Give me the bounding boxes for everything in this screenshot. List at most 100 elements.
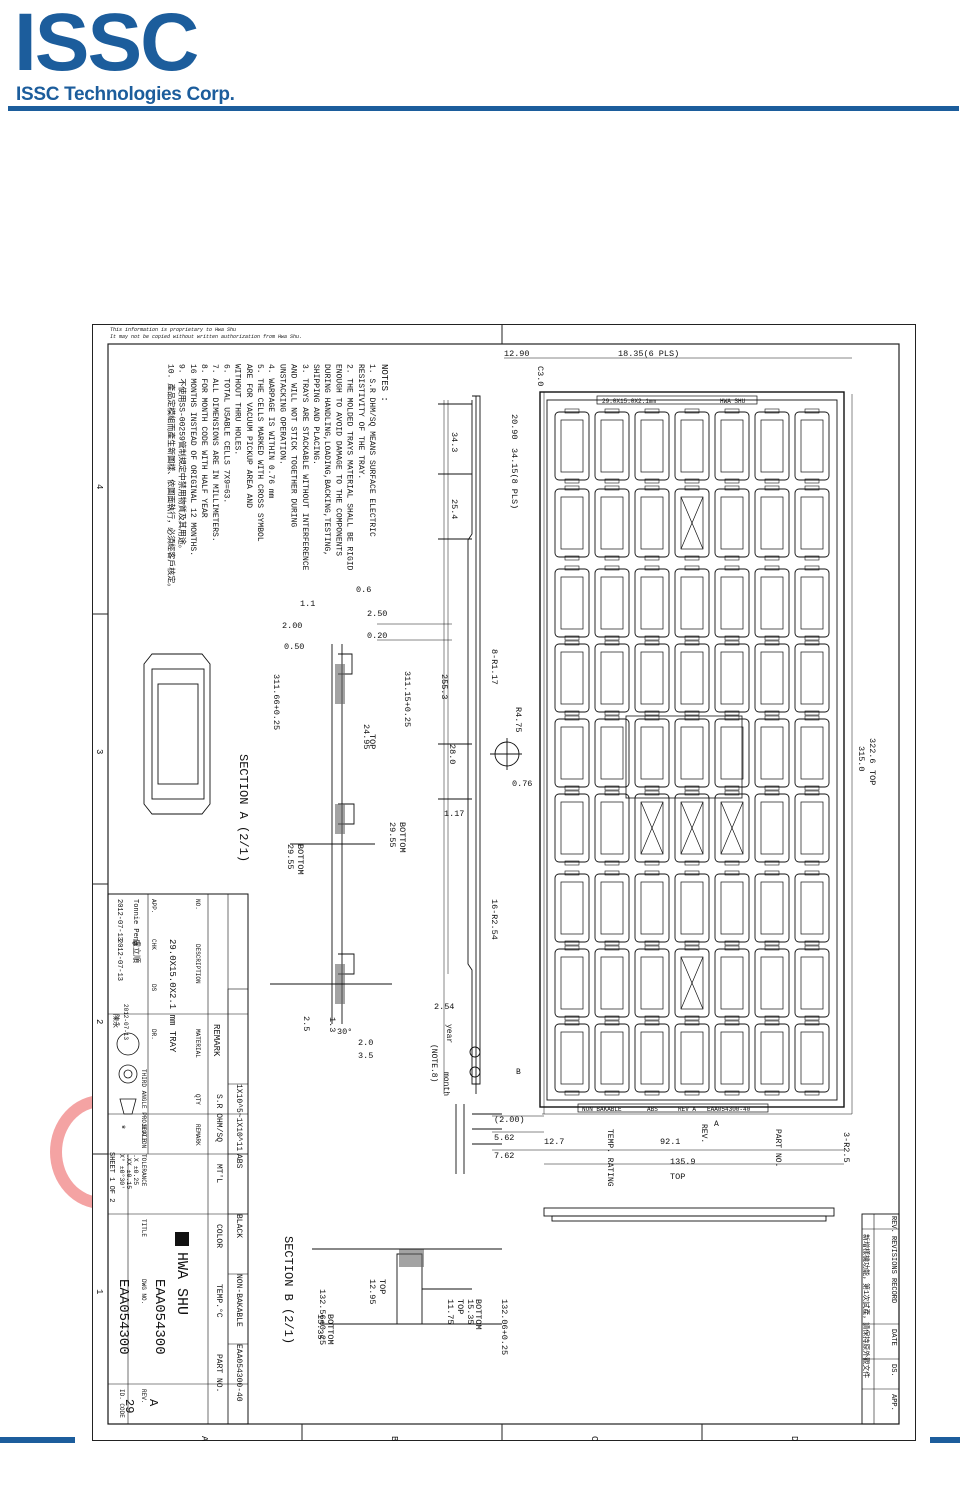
spec-label: S.R OHM/SQ [214,1094,223,1142]
dimension-value: 0.50 [284,642,304,652]
company-name: HWA SHU [173,1252,190,1315]
tray-cell [674,1020,710,1096]
logo-wordmark: ISSC [14,0,199,88]
tolerance-value: X° ±0°30' [118,1154,126,1189]
section-b-drawing [312,1248,502,1325]
tray-cell [594,790,630,866]
issc-logo: ISSC ISSC Technologies Corp. [10,2,240,108]
dimension-value: 3-R2.5 [841,1132,851,1163]
approval-stamp-icon [116,1032,140,1056]
section-a-label: SECTION A (2/1) [236,754,250,862]
tray-cell [754,408,790,484]
tray-cell [594,870,630,946]
tray-cell [554,715,590,791]
dimension-value: 34.15(8 PLS) [509,448,519,509]
spec-value: NON-BAKABLE [234,1274,243,1327]
rev-value: A [146,1399,160,1407]
zone-number: 1 [94,1289,104,1294]
dimension-value: 28.0 [447,744,457,764]
part-number-large: EAA054300 [115,1279,131,1355]
dimension-value: 0.20 [367,631,387,641]
note-line: 1. S.R DHM/SQ MEANS SURFACE ELECTRIC [367,364,376,537]
dimension-value: 16-R2.54 [489,899,499,940]
note8-label: (NOTE.8) [429,1044,438,1082]
dimension-value: 1.3 [327,1017,337,1032]
tray-cell [714,790,750,866]
tray-cell [754,1020,790,1096]
dr-label: DR. [150,1029,157,1040]
tray-cell [754,565,790,641]
note-line: 8. FOR MONTH CODE WITH HALF YEAR [199,364,208,518]
scale-value: * [114,1124,126,1130]
tray-cell [674,945,710,1021]
zone-letter: D [789,1436,799,1441]
dimension-value: BOTTOM [397,822,407,853]
dimension-value: 92.1 [660,1137,680,1147]
note-line: 5. THE CELLS MARKED WITH CROSS SYMBOL [255,364,264,542]
tray-cell [674,408,710,484]
hwa-shu-logo-icon [175,1232,189,1246]
year-label: year [444,1024,453,1043]
approver-name: Tonnie Peng [131,899,139,945]
dwg-number: EAA054300 [151,1279,167,1355]
tray-cell [554,790,590,866]
rev-label: REV. [140,1389,147,1403]
dimension-value: 11.75 [445,1299,455,1325]
scale-label: SCALE [140,1124,147,1142]
tray-cell [674,640,710,716]
tray-cell [674,870,710,946]
spec-value: BLACK [234,1214,243,1238]
zone-letter: A [199,1436,209,1441]
dimension-value: BOTTOM [295,844,305,875]
tray-cell [714,870,750,946]
projection-symbol-icon [119,1098,137,1115]
tray-cell [794,790,830,866]
spec-label: MT'L [214,1164,223,1183]
dimension-value: 1.17 [444,809,464,819]
tray-cell [594,485,630,561]
zone-number: 4 [94,484,104,489]
section-a-marker: A [714,1120,719,1129]
note-line: DURING HANDLING,LOADING,BACKING,TESTING, [322,364,331,556]
tray-cell [714,1020,750,1096]
note-line: 4. WARPAGE IS WITHIN 0.76 mm [266,364,275,499]
rev-callout: REV. [699,1124,708,1143]
zone-letter: B [389,1436,399,1441]
note-line: 3. TRAYS ARE STACKABLE WITHOUT INTERFERE… [300,364,309,571]
tray-cell [794,945,830,1021]
dimension-value: 2.5 [301,1016,311,1031]
tray-cell [594,1020,630,1096]
tray-cell [594,715,630,791]
note-line: ENOUGH TO AVOID DAMAGE TO THE COMPONENTS [333,364,342,556]
footer-rule-left [0,1437,75,1443]
dimension-value: 20.90 [509,414,519,440]
tray-cells [554,408,830,1096]
revision-header: REV. [889,1216,897,1233]
dimension-value: 3.5 [358,1051,373,1061]
revision-row: 新增樣機功能，第1次試產，請保持原外觀文件 [861,1234,871,1378]
dimension-value: 29.55 [285,844,295,870]
tray-cell [794,640,830,716]
month-label: month [441,1072,450,1096]
dimension-value: 0.76 [512,779,532,789]
section-b-marker: B [516,1068,521,1077]
dimension-value: 135.9 [670,1157,696,1167]
tray-cell [714,485,750,561]
approve-date: 2012-07-13 [115,899,123,941]
tray-cell [594,408,630,484]
tray-cell [754,485,790,561]
tray-cell [634,1020,670,1096]
tray-cell [634,485,670,561]
tray-partno-label: EAA054300-40 [707,1106,751,1113]
dimension-value: 132.56+0.25 [317,1289,327,1345]
id-code-value: 29 [122,1399,136,1413]
tray-cell [714,565,750,641]
tray-cell [554,1020,590,1096]
tray-cell [554,945,590,1021]
dimension-value: 132.06+0.25 [499,1299,509,1355]
dimension-value: TOP [455,1299,465,1314]
dimension-value: 29.55 [387,822,397,848]
